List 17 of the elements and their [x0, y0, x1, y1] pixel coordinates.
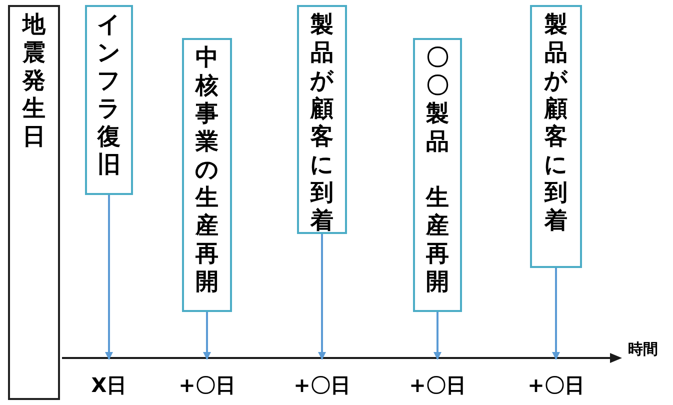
day-label: X日 — [84, 361, 134, 399]
arrow — [434, 312, 442, 360]
axis-label: 時間 — [628, 340, 658, 359]
milestone-box: 中核事業の生産再開 — [182, 38, 232, 312]
milestone-box: 製品が顧客に到着 — [297, 5, 347, 234]
day-label: +〇日 — [526, 361, 586, 399]
milestone-box: 〇〇製品 生産再開 — [413, 38, 462, 312]
arrow — [203, 312, 211, 360]
arrow — [105, 195, 113, 360]
milestone-box: インフラ復旧 — [85, 5, 133, 195]
arrow — [552, 268, 560, 360]
day-label: +〇日 — [292, 361, 352, 399]
day-label: +〇日 — [177, 361, 237, 399]
milestone-box: 製品が顧客に到着 — [530, 5, 582, 268]
arrow — [318, 234, 326, 360]
day-label: +〇日 — [408, 361, 468, 399]
earthquake-day-box: 地震発生日 — [8, 5, 60, 400]
